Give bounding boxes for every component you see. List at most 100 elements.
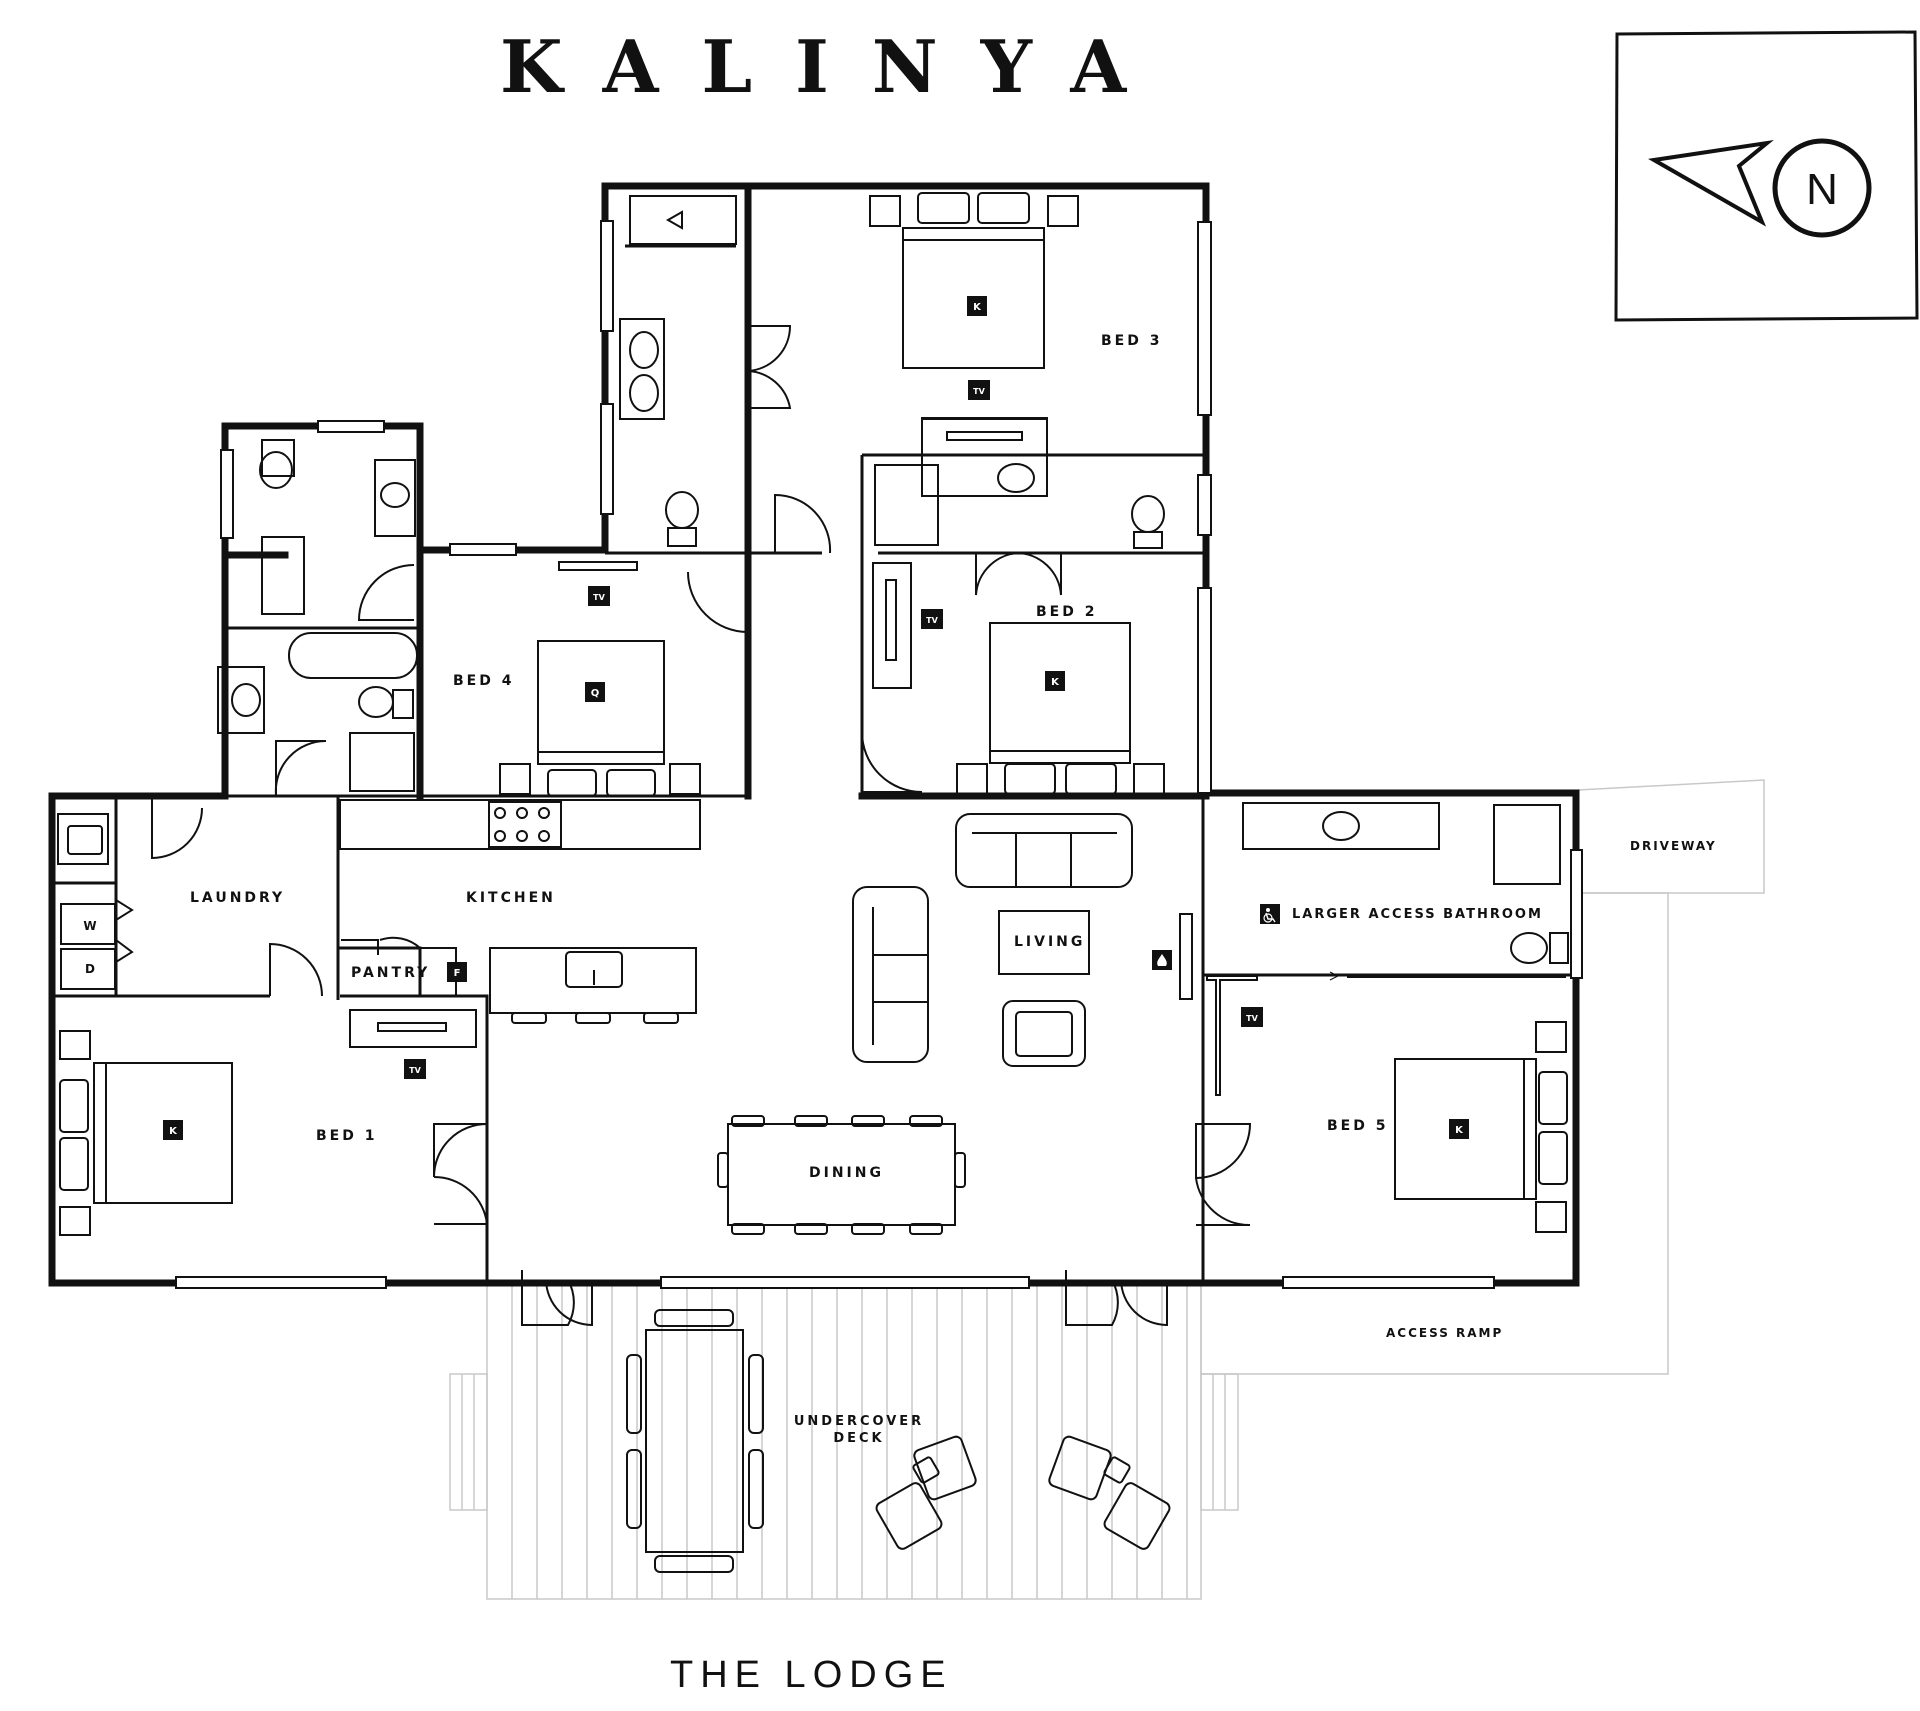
room-label-access-bathroom: LARGER ACCESS BATHROOM <box>1292 907 1543 922</box>
bathroom-fixtures <box>217 195 1569 1096</box>
toilet-icon <box>665 491 699 547</box>
svg-text:TV: TV <box>593 593 605 602</box>
room-label-access-ramp: ACCESS RAMP <box>1386 1326 1503 1340</box>
walls <box>48 182 1580 1287</box>
door-pantry <box>341 936 421 955</box>
door-deck-left <box>521 1270 593 1327</box>
room-label-deck-1: UNDERCOVER <box>794 1414 924 1429</box>
room-label-kitchen: KITCHEN <box>466 890 556 906</box>
beds <box>59 192 1568 1236</box>
room-label-bed1: BED 1 <box>316 1128 377 1144</box>
driveway <box>1577 779 1765 894</box>
access-vanity <box>1242 802 1440 850</box>
room-label-driveway: DRIVEWAY <box>1630 839 1717 853</box>
wheelchair-icon <box>1260 904 1280 924</box>
door-laundry-2 <box>269 942 323 997</box>
bathtub-icon <box>288 632 418 679</box>
room-label-living: LIVING <box>1014 934 1085 950</box>
deck-steps-left <box>449 1373 488 1511</box>
bed-1-king <box>93 1062 233 1204</box>
svg-text:K: K <box>1051 677 1060 688</box>
door-bed2-wardrobe <box>975 551 1062 596</box>
dining-furniture <box>717 1115 966 1235</box>
tv-badge-bed3 <box>968 380 990 400</box>
badges: K TV K TV Q TV K TV K TV F W D <box>83 296 1469 1140</box>
vanity-bed2 <box>921 417 1048 497</box>
deck-boards <box>511 1283 1188 1599</box>
king-badge-bed5 <box>1449 1119 1469 1139</box>
dryer-label: D <box>85 962 95 976</box>
dryer <box>60 948 116 990</box>
door-wd-cupboard <box>115 899 134 963</box>
shower-icon <box>629 195 737 245</box>
bed-3-king <box>902 227 1045 369</box>
compass-label: N <box>1806 165 1838 214</box>
door-bath2 <box>274 739 327 796</box>
bed-2-king <box>989 622 1131 764</box>
tv-units <box>349 418 1048 1048</box>
tv-badge-bed5 <box>1241 1007 1263 1027</box>
svg-text:TV: TV <box>973 387 985 396</box>
room-labels: BED 3 BED 2 BED 4 BED 1 BED 5 LAUNDRY KI… <box>190 333 1717 1446</box>
doors <box>115 325 1252 1327</box>
svg-text:Q: Q <box>591 688 600 699</box>
tv-badge-bed4 <box>588 586 610 606</box>
fireplace-icon <box>1152 950 1172 970</box>
door-bed3-ensuite <box>747 325 792 409</box>
access-shower <box>1493 804 1561 885</box>
cooktop-icon <box>488 801 562 848</box>
king-badge-bed1 <box>163 1120 183 1140</box>
laundry-sink-icon <box>57 813 109 865</box>
svg-text:TV: TV <box>926 616 938 625</box>
room-label-bed2: BED 2 <box>1036 604 1097 620</box>
deck-furniture <box>626 1309 1171 1573</box>
door-bed4 <box>687 571 749 634</box>
living-furniture <box>852 813 1193 1067</box>
room-label-pantry: PANTRY <box>351 965 430 981</box>
sofa-side <box>852 886 929 1063</box>
tv-badge-bed1 <box>404 1059 426 1079</box>
room-label-bed4: BED 4 <box>453 673 514 689</box>
room-label-bed5: BED 5 <box>1327 1118 1388 1134</box>
basin-icon <box>619 318 665 420</box>
door-laundry <box>151 796 203 860</box>
access-ramp <box>1200 892 1669 1375</box>
queen-badge-bed4 <box>585 682 605 702</box>
king-badge-bed3 <box>967 296 987 316</box>
fridge-badge <box>447 962 467 982</box>
king-badge-bed2 <box>1045 671 1065 691</box>
door-bed2 <box>861 731 923 793</box>
room-label-laundry: LAUNDRY <box>190 890 285 906</box>
door-bed5 <box>1195 1123 1252 1227</box>
plan-footer: THE LODGE <box>670 1654 953 1696</box>
svg-text:K: K <box>973 302 982 313</box>
door-bath-bed4 <box>357 564 415 621</box>
north-arrow-icon <box>1648 139 1774 227</box>
plan-title: KALINYA <box>500 24 1169 109</box>
shower-bed2 <box>874 464 939 546</box>
room-label-bed3: BED 3 <box>1101 333 1162 349</box>
door-bed1 <box>433 1123 489 1225</box>
svg-text:TV: TV <box>1246 1014 1258 1023</box>
tv-badge-bed2 <box>921 609 943 629</box>
outdoor-areas <box>449 779 1765 1600</box>
svg-text:K: K <box>169 1126 178 1137</box>
sofa-three-seat <box>955 813 1133 888</box>
bed-4-queen <box>537 640 665 765</box>
compass: N <box>1614 30 1919 322</box>
room-label-deck-2: DECK <box>833 1431 884 1446</box>
kitchen-furniture <box>339 799 701 1024</box>
outdoor-table <box>645 1329 744 1553</box>
washer <box>60 903 116 945</box>
shower-bath1 <box>261 536 305 615</box>
washer-label: W <box>83 919 96 933</box>
sink-icon <box>565 951 623 988</box>
door-hall <box>774 493 832 554</box>
deck-steps-right <box>1200 1373 1239 1511</box>
svg-text:F: F <box>454 968 461 979</box>
armchair <box>1002 1000 1086 1067</box>
room-label-dining: DINING <box>809 1165 884 1181</box>
svg-text:TV: TV <box>409 1066 421 1075</box>
laundry-fixtures <box>57 813 116 990</box>
